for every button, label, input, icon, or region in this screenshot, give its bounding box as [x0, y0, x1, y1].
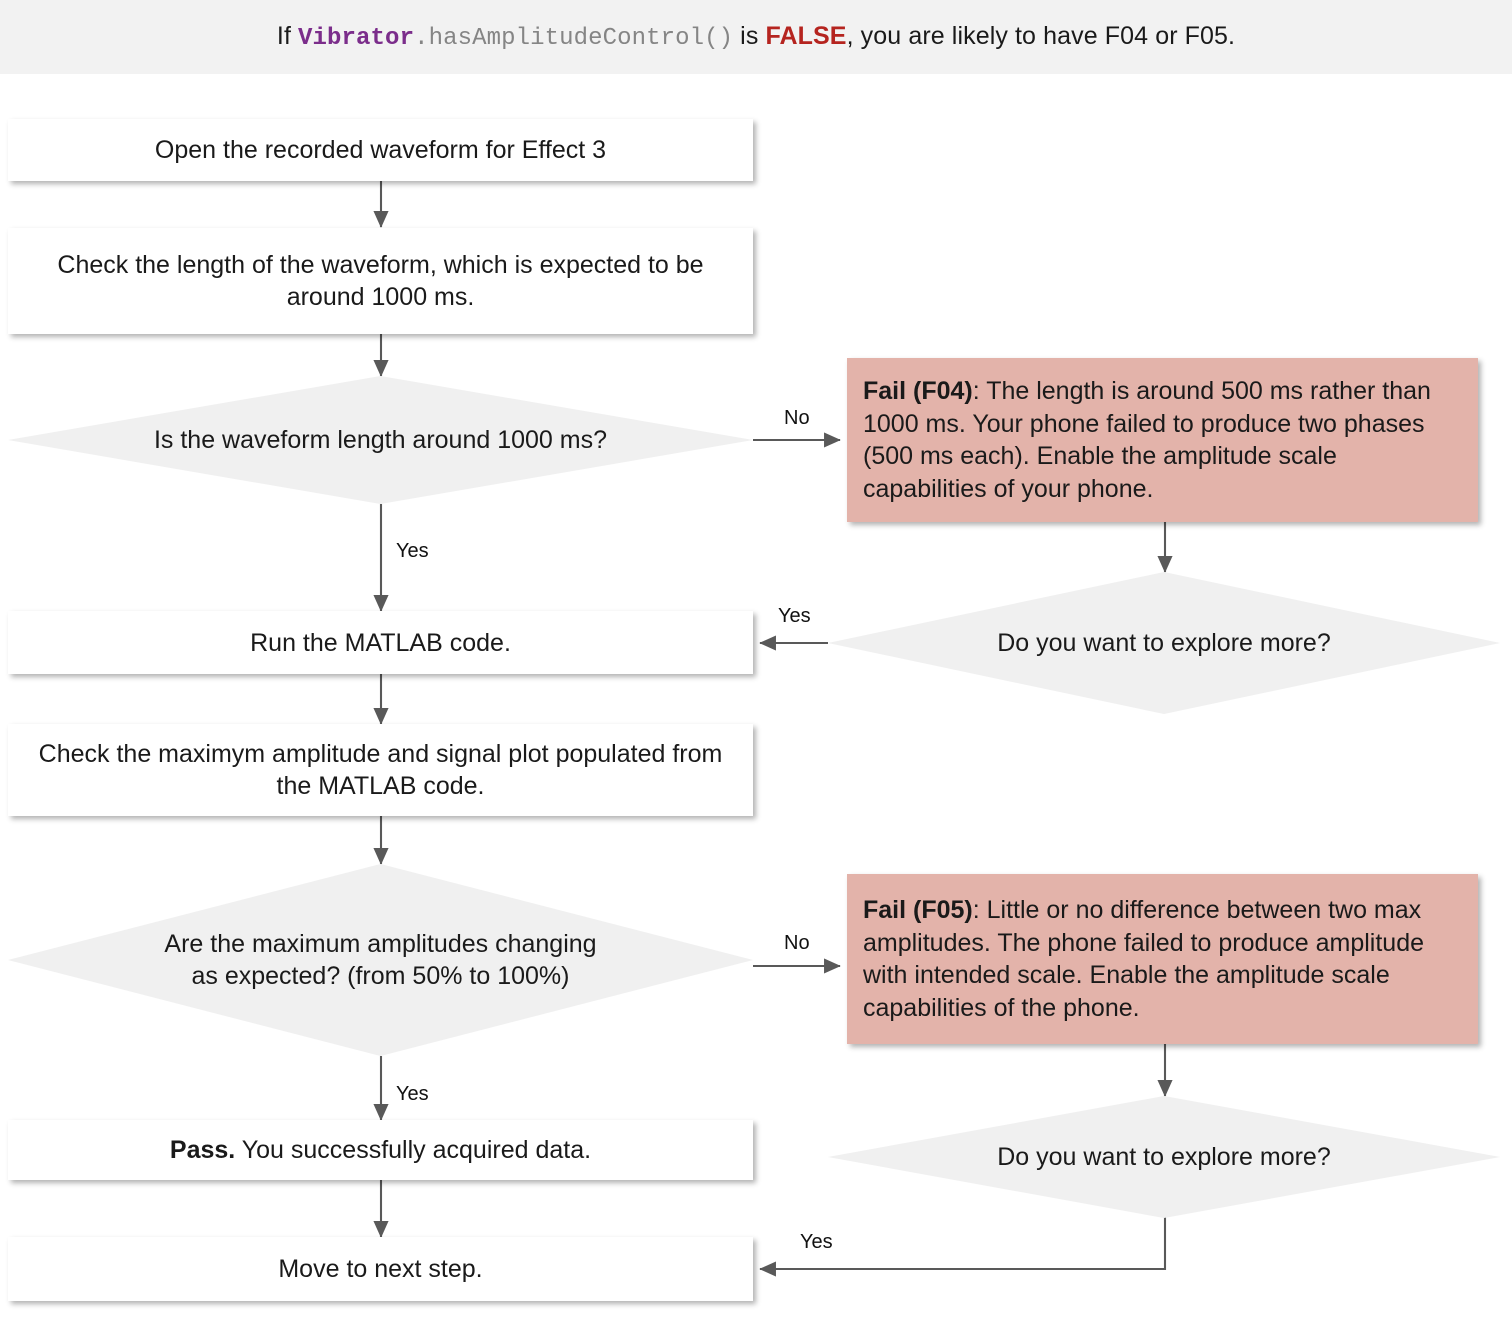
header-statement: If Vibrator.hasAmplitudeControl() is FAL…	[277, 21, 1235, 54]
node-pass-result[interactable]: Pass. You successfully acquired data.	[8, 1120, 753, 1180]
node-explore-more-top[interactable]: Do you want to explore more?	[828, 572, 1500, 714]
node-next-step-text: Move to next step.	[278, 1255, 483, 1283]
node-check-amplitude[interactable]: Check the maximym amplitude and signal p…	[8, 724, 753, 816]
edge-label-length-no: No	[784, 407, 810, 429]
header-suffix: , you are likely to have F04 or F05.	[846, 21, 1236, 50]
node-decision-amplitudes-text: Are the maximum amplitudes changing as e…	[164, 929, 597, 991]
node-fail-f04-body: : The length is around 500 ms rather tha…	[863, 377, 1431, 503]
node-open-waveform-text: Open the recorded waveform for Effect 3	[154, 136, 607, 164]
node-run-matlab-text: Run the MATLAB code.	[250, 628, 511, 657]
node-pass-body: You successfully acquired data.	[235, 1136, 592, 1164]
node-fail-f05[interactable]: Fail (F05): Little or no difference betw…	[847, 874, 1478, 1044]
node-explore-more-bottom[interactable]: Do you want to explore more?	[828, 1096, 1500, 1218]
node-fail-f05-label: Fail (F05)	[863, 896, 973, 924]
node-run-matlab[interactable]: Run the MATLAB code.	[8, 611, 753, 674]
node-decision-waveform-length-text: Is the waveform length around 1000 ms?	[153, 425, 608, 454]
flowchart-canvas: Open the recorded waveform for Effect 3 …	[0, 74, 1512, 1320]
node-pass-label: Pass.	[169, 1136, 236, 1164]
node-explore-more-top-text: Do you want to explore more?	[997, 628, 1331, 657]
code-method-token: .hasAmplitudeControl()	[414, 24, 734, 52]
node-open-waveform[interactable]: Open the recorded waveform for Effect 3	[8, 119, 753, 181]
header-middle: is	[733, 21, 766, 50]
edge-label-length-yes: Yes	[396, 540, 429, 562]
node-check-amplitude-text: Check the maximym amplitude and signal p…	[38, 740, 723, 800]
edge-label-amplitude-no: No	[784, 932, 810, 954]
edge-label-explore-bottom-yes: Yes	[800, 1231, 833, 1253]
node-check-length-text: Check the length of the waveform, which …	[57, 251, 704, 311]
node-explore-more-bottom-text: Do you want to explore more?	[997, 1142, 1331, 1171]
header-prefix: If	[276, 21, 299, 50]
node-decision-waveform-length[interactable]: Is the waveform length around 1000 ms?	[8, 376, 753, 504]
node-fail-f05-content: Fail (F05): Little or no difference betw…	[863, 894, 1462, 1024]
node-fail-f04[interactable]: Fail (F04): The length is around 500 ms …	[847, 358, 1478, 522]
node-decision-amplitudes[interactable]: Are the maximum amplitudes changing as e…	[8, 864, 753, 1056]
node-fail-f05-body: : Little or no difference between two ma…	[863, 896, 1425, 1022]
edge-label-explore-top-yes: Yes	[778, 605, 811, 627]
node-next-step[interactable]: Move to next step.	[8, 1237, 753, 1301]
edge-label-amplitude-yes: Yes	[396, 1083, 429, 1105]
node-fail-f04-label: Fail (F04)	[863, 377, 973, 405]
node-pass-result-content: Pass. You successfully acquired data.	[170, 1134, 591, 1166]
node-fail-f04-content: Fail (F04): The length is around 500 ms …	[863, 375, 1462, 505]
header-keyword-false: FALSE	[765, 21, 847, 50]
node-check-length[interactable]: Check the length of the waveform, which …	[8, 228, 753, 334]
code-class-token: Vibrator	[298, 24, 415, 52]
header-banner: If Vibrator.hasAmplitudeControl() is FAL…	[0, 0, 1512, 74]
